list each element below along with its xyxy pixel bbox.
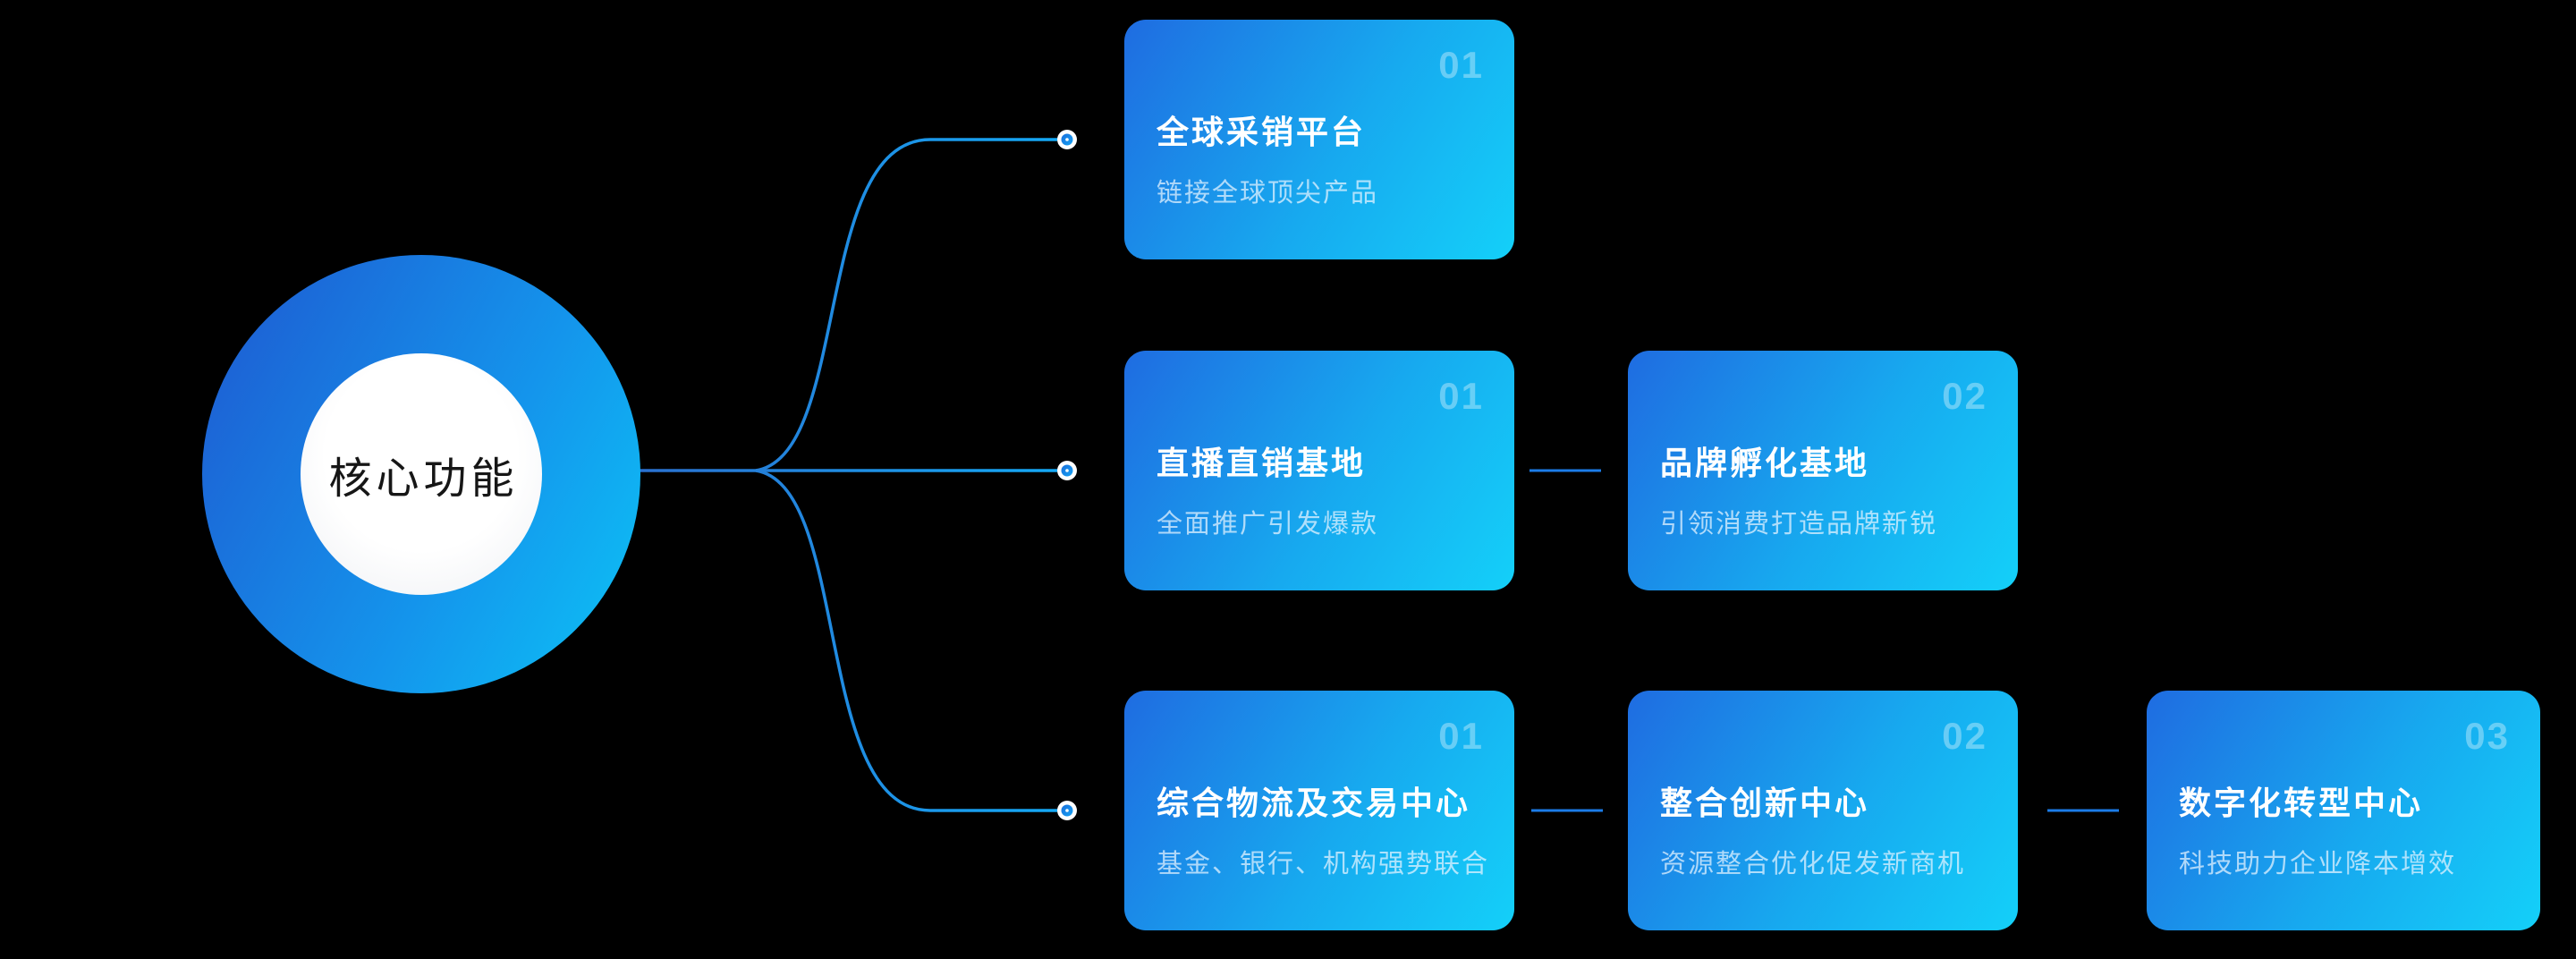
card-title: 直播直销基地 [1157, 445, 1367, 481]
card-subtitle: 引领消费打造品牌新锐 [1660, 510, 1938, 539]
branch-lines [565, 138, 1057, 812]
card-number: 02 [1942, 375, 1987, 417]
card-title: 全球采销平台 [1157, 114, 1367, 150]
branch-line-bottom [755, 469, 1057, 812]
card-title: 整合创新中心 [1660, 785, 1870, 821]
feature-card-brand-incubation: 02 品牌孵化基地 引领消费打造品牌新锐 [1628, 351, 2018, 590]
card-number: 01 [1438, 44, 1484, 86]
core-label: 核心功能 [328, 455, 519, 503]
card-number: 01 [1438, 375, 1484, 417]
feature-card-logistics-trade: 01 综合物流及交易中心 基金、银行、机构强势联合 [1124, 691, 1514, 930]
card-title: 品牌孵化基地 [1660, 445, 1870, 481]
feature-card-global-sourcing: 01 全球采销平台 链接全球顶尖产品 [1124, 20, 1514, 259]
endpoint-dot-row3 [1057, 801, 1077, 820]
endpoint-dot-row2 [1057, 461, 1077, 480]
card-subtitle: 科技助力企业降本增效 [2179, 850, 2457, 878]
core-circle-inner: 核心功能 [301, 353, 542, 595]
card-title: 数字化转型中心 [2179, 785, 2424, 821]
branch-line-top [755, 138, 1057, 472]
card-number: 03 [2464, 715, 2510, 757]
card-subtitle: 资源整合优化促发新商机 [1660, 850, 1966, 878]
card-title: 综合物流及交易中心 [1157, 785, 1471, 821]
core-circle: 核心功能 [202, 255, 640, 693]
card-number: 01 [1438, 715, 1484, 757]
feature-card-live-streaming: 01 直播直销基地 全面推广引发爆款 [1124, 351, 1514, 590]
card-number: 02 [1942, 715, 1987, 757]
feature-card-digital-transformation: 03 数字化转型中心 科技助力企业降本增效 [2147, 691, 2540, 930]
card-subtitle: 基金、银行、机构强势联合 [1157, 850, 1490, 878]
card-subtitle: 链接全球顶尖产品 [1157, 179, 1379, 208]
card-subtitle: 全面推广引发爆款 [1157, 510, 1379, 539]
card-link-lines [1530, 469, 2119, 812]
endpoint-dot-row1 [1057, 130, 1077, 149]
feature-card-integrated-innovation: 02 整合创新中心 资源整合优化促发新商机 [1628, 691, 2018, 930]
